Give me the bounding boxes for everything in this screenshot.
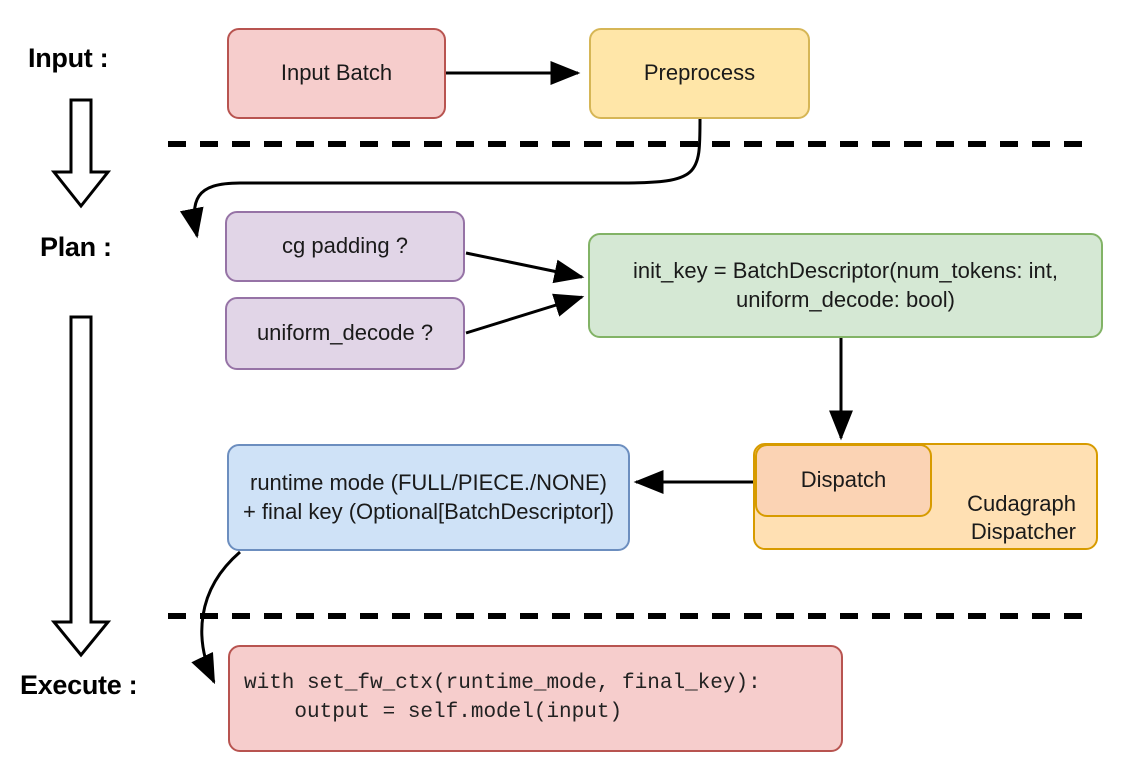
node-cudagraph-dispatcher-line2: Dispatcher xyxy=(970,518,1076,544)
node-init-key-line2: uniform_decode: bool) xyxy=(736,286,955,312)
node-cg-padding[interactable]: cg padding ? xyxy=(225,211,465,282)
node-runtime-mode[interactable]: runtime mode (FULL/PIECE./NONE) + final … xyxy=(227,444,630,551)
stage-label-execute: Execute : xyxy=(20,670,138,700)
node-preprocess-label: Preprocess xyxy=(643,60,756,86)
node-execute-code-line1: with set_fw_ctx(runtime_mode, final_key)… xyxy=(244,672,761,696)
uniform-decode-to-init-key xyxy=(465,293,585,335)
node-preprocess[interactable]: Preprocess xyxy=(589,28,810,119)
node-uniform-decode-label: uniform_decode ? xyxy=(256,320,434,346)
input-to-plan-arrow xyxy=(50,98,112,209)
node-input-batch[interactable]: Input Batch xyxy=(227,28,446,119)
node-runtime-mode-line1: runtime mode (FULL/PIECE./NONE) xyxy=(250,470,607,496)
node-cg-padding-label: cg padding ? xyxy=(282,233,408,259)
node-cudagraph-dispatcher-line1: Cudagraph xyxy=(967,490,1076,516)
plan-to-execute-arrow xyxy=(50,315,112,658)
node-init-key-line1: init_key = BatchDescriptor(num_tokens: i… xyxy=(633,258,1058,284)
stage-label-plan: Plan : xyxy=(40,232,112,262)
node-runtime-mode-line2: + final key (Optional[BatchDescriptor]) xyxy=(242,498,615,524)
node-dispatch-label: Dispatch xyxy=(800,467,887,493)
node-dispatch[interactable]: Dispatch xyxy=(755,444,932,517)
cg-padding-to-init-key xyxy=(465,251,585,284)
node-uniform-decode[interactable]: uniform_decode ? xyxy=(225,297,465,370)
node-init-key[interactable]: init_key = BatchDescriptor(num_tokens: i… xyxy=(588,233,1103,338)
node-execute-code-line2: output = self.model(input) xyxy=(244,700,623,724)
node-execute-code[interactable]: with set_fw_ctx(runtime_mode, final_key)… xyxy=(228,645,843,752)
stage-label-input: Input : xyxy=(28,43,109,73)
node-input-batch-label: Input Batch xyxy=(280,60,393,86)
